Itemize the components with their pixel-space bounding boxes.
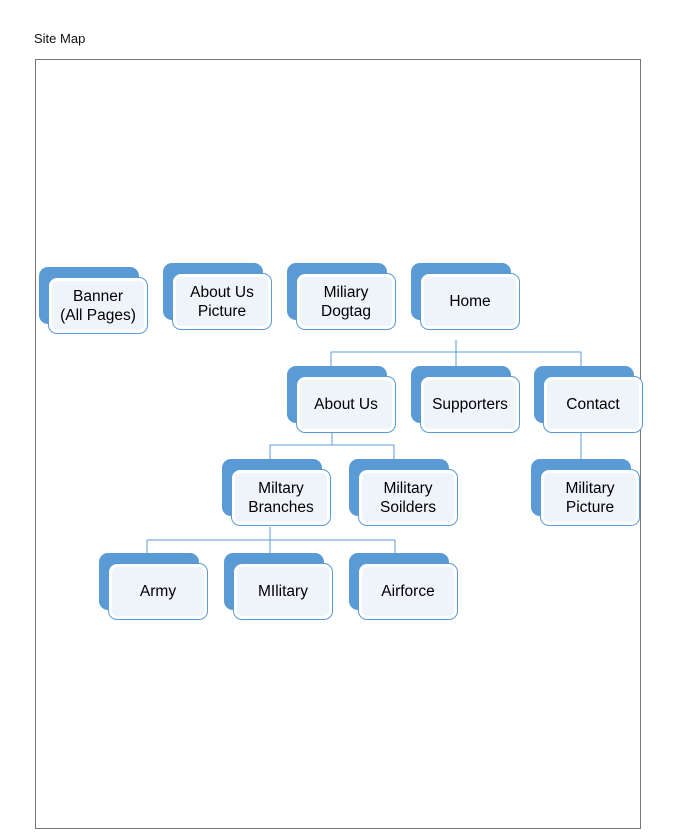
node-inner-panel: Banner (All Pages) [52, 281, 144, 330]
node-inner-panel: Military Picture [544, 473, 636, 522]
page-frame [35, 59, 641, 829]
node-label: Military Soilders [380, 479, 436, 516]
node-label: About Us Picture [190, 283, 254, 320]
node-inner-panel: About Us [300, 380, 392, 429]
node-inner-panel: Miliary Dogtag [300, 277, 392, 326]
node-inner-panel: About Us Picture [176, 277, 268, 326]
node-inner-panel: Military Soilders [362, 473, 454, 522]
node-label: Airforce [381, 583, 435, 600]
node-label: Miliary Dogtag [321, 283, 371, 320]
node-label: Supporters [432, 396, 508, 413]
node-label: Home [449, 293, 491, 310]
page-title: Site Map [34, 31, 86, 46]
node-label: Banner (All Pages) [60, 287, 136, 324]
node-label: Military Picture [565, 479, 615, 516]
node-label: Army [139, 583, 177, 600]
node-inner-panel: Contact [547, 380, 639, 429]
node-inner-panel: Home [424, 277, 516, 326]
node-inner-panel: Airforce [362, 567, 454, 616]
node-label: Contact [566, 396, 620, 413]
node-inner-panel: MIlitary [237, 567, 329, 616]
node-label: Miltary Branches [248, 479, 314, 516]
node-inner-panel: Miltary Branches [235, 473, 327, 522]
node-inner-panel: Supporters [424, 380, 516, 429]
node-label: About Us [314, 396, 378, 413]
node-inner-panel: Army [112, 567, 204, 616]
node-label: MIlitary [258, 583, 308, 600]
